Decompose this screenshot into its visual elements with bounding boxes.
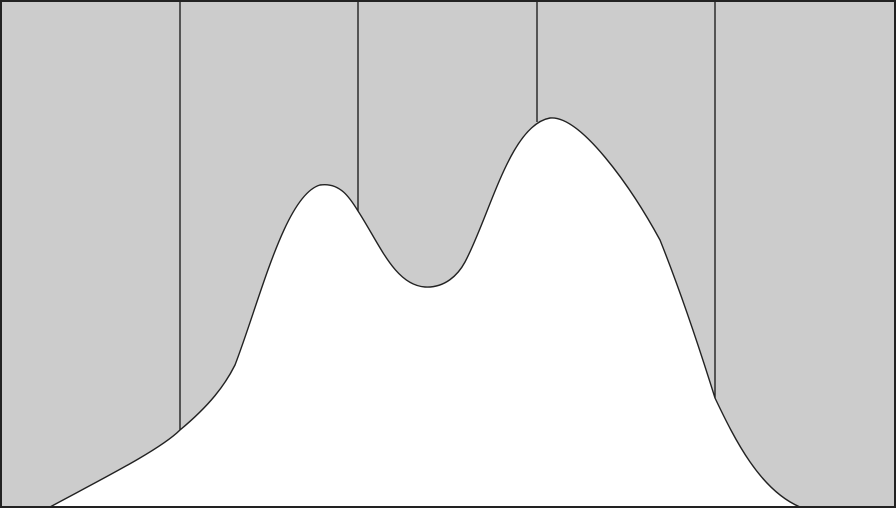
area-under-curve bbox=[49, 117, 801, 508]
